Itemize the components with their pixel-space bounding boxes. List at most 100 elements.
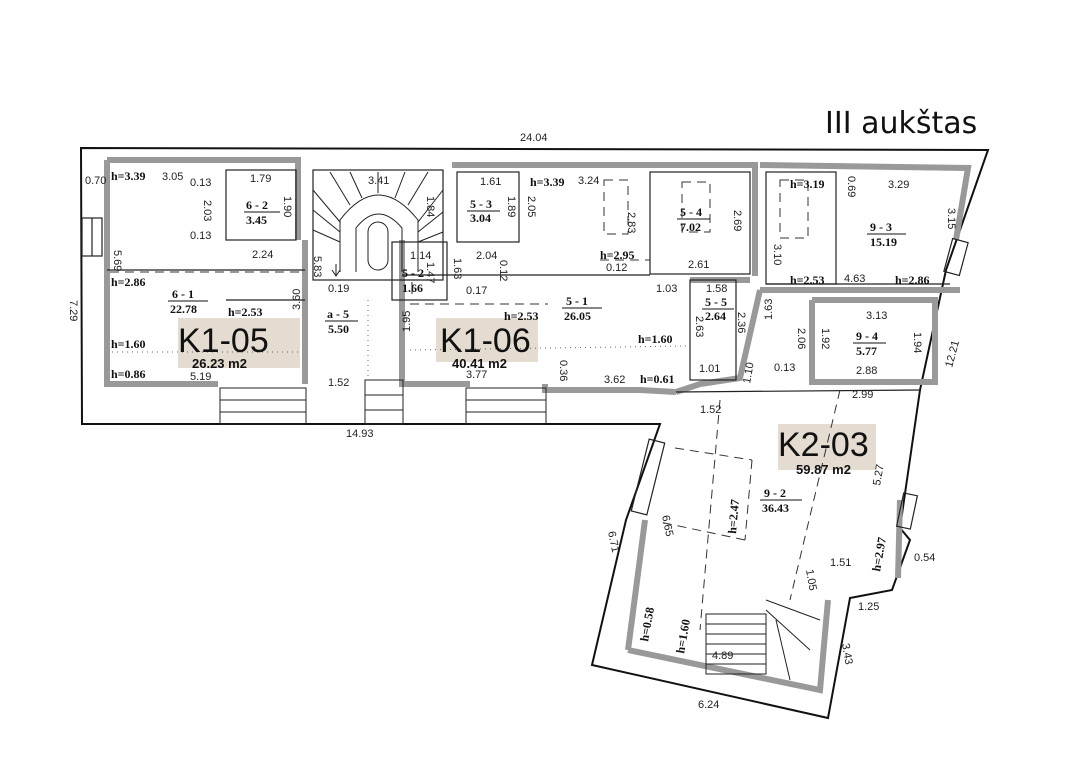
dim-1-90: 1.90 [281, 196, 293, 217]
height-labels: h=3.39 h=2.86 h=2.53 h=1.60 h=0.86 h=3.3… [111, 169, 930, 655]
svg-text:5.50: 5.50 [328, 322, 349, 336]
dim-3-24: 3.24 [578, 175, 599, 187]
unit-name-k203: K2-03 [778, 426, 869, 464]
height-label: h=2.86 [111, 275, 146, 289]
unit-name-k105: K1-05 [178, 322, 269, 360]
dim-3-60: 3.60 [291, 289, 303, 310]
height-label: h=0.86 [111, 367, 146, 381]
dim-2-04: 2.04 [476, 250, 497, 262]
interior-walls [104, 157, 972, 694]
dim-2-83: 2.83 [625, 212, 637, 233]
svg-text:5 - 3: 5 - 3 [470, 197, 492, 211]
dim-3-05: 3.05 [162, 171, 183, 183]
room-9-3: 9 - 3 15.19 [867, 220, 906, 249]
dim-0-19: 0.19 [328, 283, 349, 295]
dim-1-89: 1.89 [505, 196, 517, 217]
dim-1-05: 1.05 [803, 568, 819, 591]
svg-text:6 - 2: 6 - 2 [246, 198, 268, 212]
svg-text:3.04: 3.04 [470, 211, 491, 225]
height-label: h=3.39 [530, 175, 565, 189]
dim-1-94: 1.94 [911, 332, 923, 353]
dim-1-63b: 1.63 [763, 299, 775, 320]
dotted-lines [112, 300, 687, 380]
unit-labels: K1-05 26.23 m2 K1-06 40.41 m2 K2-03 59.8… [178, 322, 869, 477]
dim-bottom-left: 14.93 [346, 428, 374, 440]
svg-text:9 - 2: 9 - 2 [764, 486, 786, 500]
height-label: h=3.19 [790, 177, 825, 191]
dim-0-13b: 0.13 [190, 230, 211, 242]
dim-1-58: 1.58 [706, 283, 727, 295]
svg-text:9 - 4: 9 - 4 [856, 329, 878, 343]
dim-5-83: 5.83 [311, 256, 323, 277]
dim-2-88: 2.88 [856, 365, 877, 377]
height-label: h=0.58 [637, 606, 657, 642]
dim-0-12b: 0.12 [606, 262, 627, 274]
room-5-4: 5 - 4 7.02 [677, 205, 710, 234]
svg-text:7.02: 7.02 [680, 220, 701, 234]
svg-text:26.05: 26.05 [564, 309, 591, 323]
dim-1-79: 1.79 [250, 173, 271, 185]
svg-text:3.45: 3.45 [246, 213, 267, 227]
svg-text:5 - 2: 5 - 2 [402, 266, 424, 280]
unit-highlight-k203 [778, 424, 876, 470]
dim-3-13: 3.13 [866, 310, 887, 322]
svg-text:6 - 1: 6 - 1 [172, 287, 194, 301]
unit-highlight-k105 [178, 318, 300, 368]
dim-2-69: 2.69 [731, 210, 743, 231]
dim-2-05: 2.05 [525, 196, 537, 217]
dim-5-69: 5.69 [111, 250, 123, 271]
dim-3-15: 3.15 [945, 208, 957, 229]
room-9-2: 9 - 2 36.43 [760, 486, 802, 515]
dim-1-03: 1.03 [656, 283, 677, 295]
dim-top-total: 24.04 [520, 132, 548, 144]
height-label: h=2.53 [504, 309, 539, 323]
height-label: h=2.53 [228, 305, 263, 319]
room-labels: 6 - 2 3.45 6 - 1 22.78 a - 5 5.50 5 - 2 … [168, 197, 906, 515]
svg-text:9 - 3: 9 - 3 [870, 220, 892, 234]
unit-name-k106: K1-06 [440, 322, 531, 360]
dim-1-52b: 1.52 [700, 404, 721, 416]
dim-1-84: 1.84 [424, 196, 436, 217]
svg-text:5 - 5: 5 - 5 [705, 295, 727, 309]
dim-5-27: 5.27 [871, 463, 887, 486]
dim-1-61: 1.61 [480, 176, 501, 188]
room-a-5: a - 5 5.50 [325, 307, 358, 336]
svg-text:5 - 1: 5 - 1 [566, 294, 588, 308]
entry-steps [219, 379, 547, 425]
dim-5-19: 5.19 [190, 371, 211, 383]
dashed-lines [110, 179, 841, 631]
dimension-labels: 24.04 14.93 6.24 7.29 12.21 0.70 3.05 0.… [67, 132, 962, 711]
height-label: h=2.53 [790, 273, 825, 287]
unit-area-k203: 59.87 m2 [796, 462, 851, 477]
dim-0-69: 0.69 [845, 176, 857, 197]
thin-lines [107, 169, 950, 393]
staircase-lower [705, 599, 821, 681]
dim-2-06: 2.06 [795, 328, 807, 349]
arrow-markers [331, 264, 413, 294]
dim-2-61: 2.61 [688, 259, 709, 271]
dim-0-12a: 0.12 [497, 260, 509, 281]
dim-0-17: 0.17 [466, 285, 487, 297]
svg-text:22.78: 22.78 [170, 302, 197, 316]
dim-0-36: 0.36 [557, 360, 569, 381]
dim-1-92: 1.92 [819, 328, 831, 349]
dim-1-52a: 1.52 [328, 377, 349, 389]
dim-3-62: 3.62 [604, 374, 625, 386]
unit-highlight-k106 [436, 318, 538, 362]
dim-3-77: 3.77 [466, 369, 487, 381]
dim-2-36: 2.36 [735, 312, 747, 333]
height-label: h=0.61 [640, 372, 675, 386]
svg-text:2.64: 2.64 [705, 309, 726, 323]
dim-3-43: 3.43 [839, 642, 855, 665]
dim-2-63: 2.63 [693, 316, 705, 337]
dim-0-13a: 0.13 [190, 177, 211, 189]
dim-bottom-right: 6.24 [698, 699, 719, 711]
svg-text:5.77: 5.77 [856, 344, 877, 358]
dim-2-99: 2.99 [852, 389, 873, 401]
dim-4-63: 4.63 [844, 273, 865, 285]
dim-1-01: 1.01 [699, 363, 720, 375]
dim-4-89: 4.89 [712, 650, 733, 662]
unit-area-k106: 40.41 m2 [452, 356, 507, 371]
floor-title: III aukštas [825, 106, 977, 141]
unit-area-k105: 26.23 m2 [192, 356, 247, 371]
